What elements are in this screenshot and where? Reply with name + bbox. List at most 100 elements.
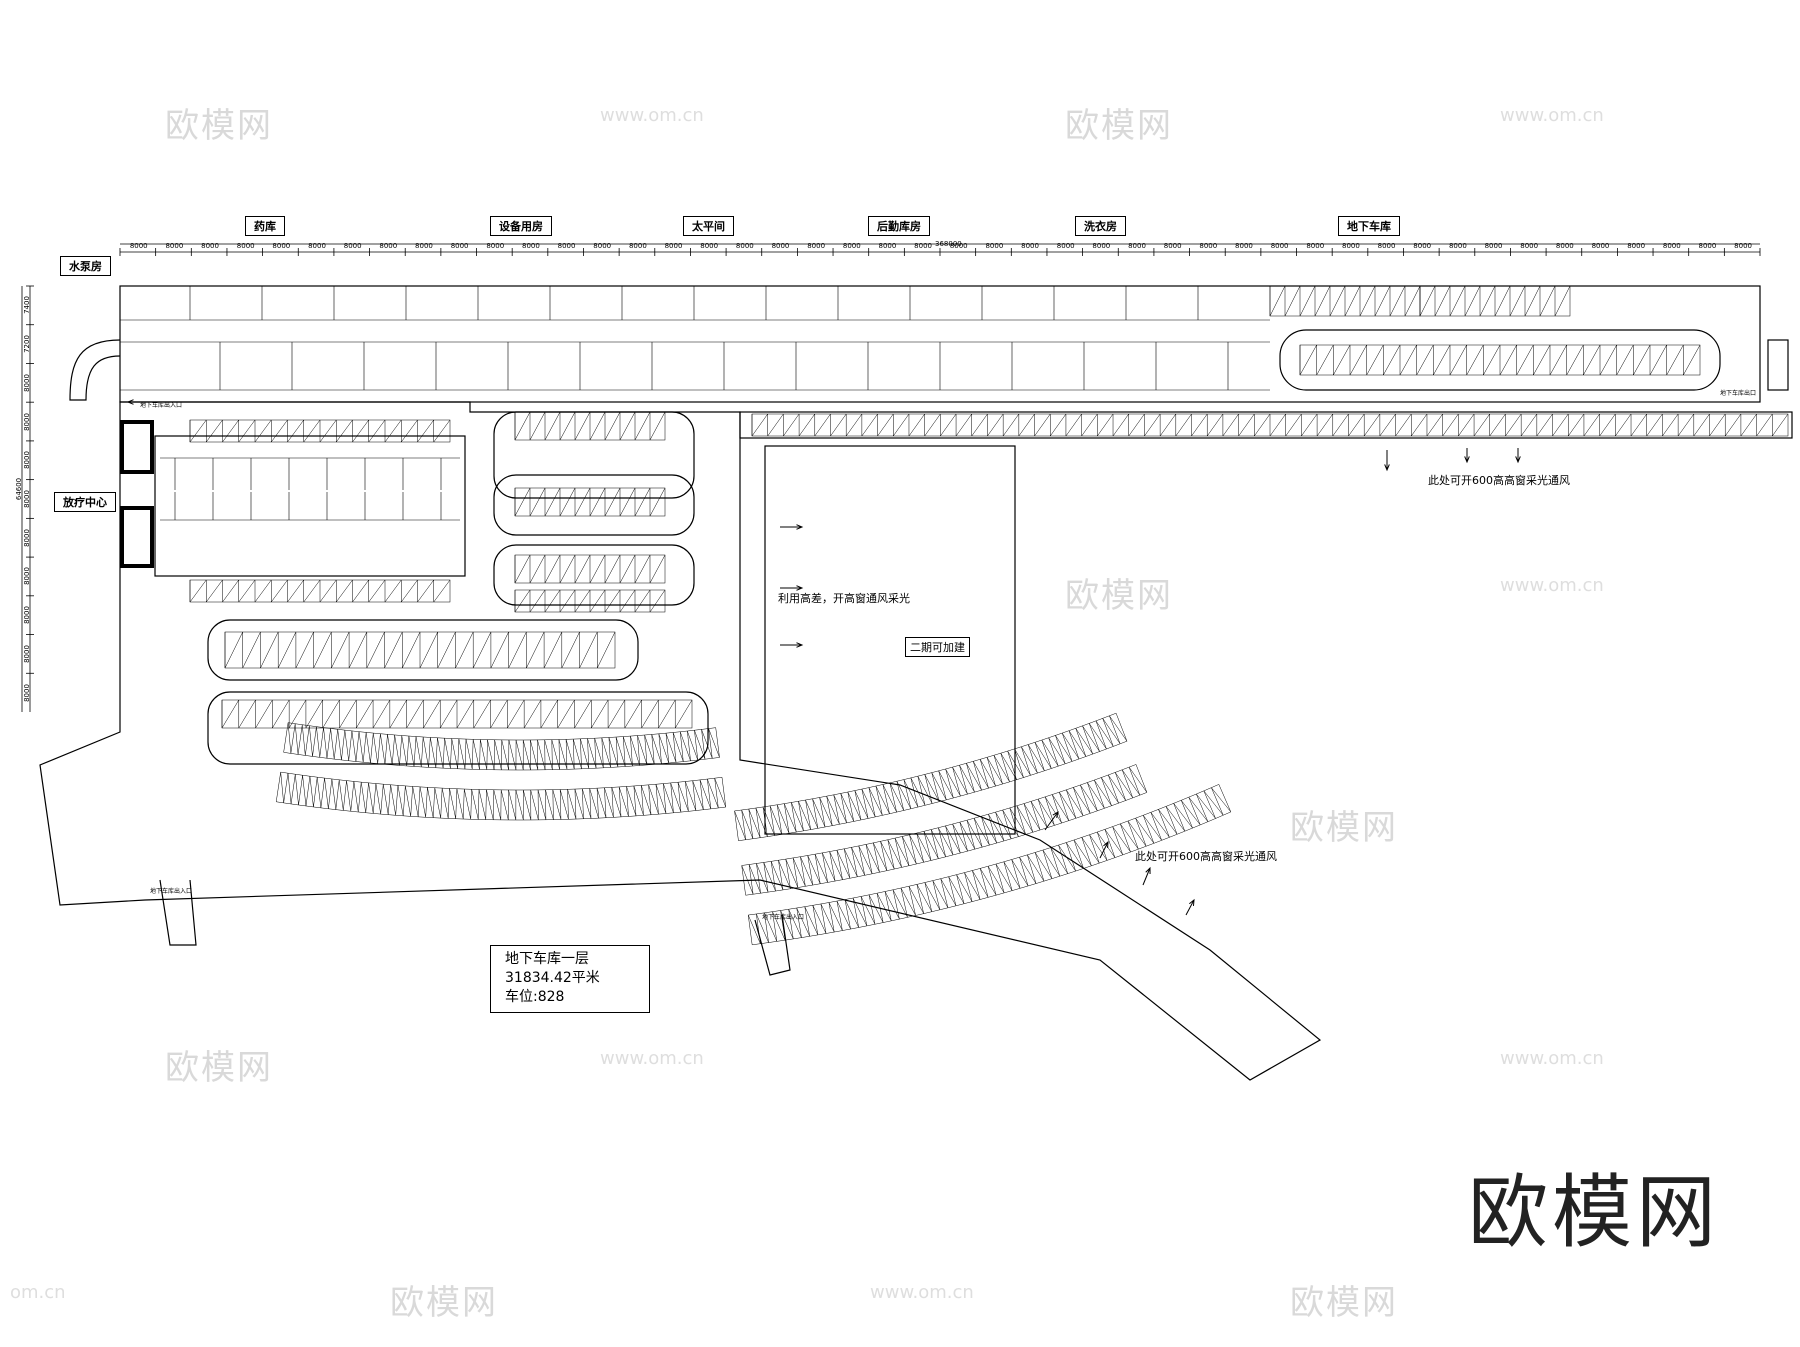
stall-divider (1058, 845, 1068, 874)
dimension-label: 8000 (22, 412, 31, 431)
stall-diagonal (1238, 413, 1255, 437)
stall-diagonal (948, 876, 965, 904)
stall-diagonal (1050, 413, 1067, 437)
radiotherapy-block-b (120, 506, 154, 568)
stall-divider (829, 851, 836, 882)
stall-divider (956, 874, 965, 904)
stall-divider (796, 907, 802, 938)
stall-divider (1055, 735, 1066, 764)
stall-diagonal (1108, 774, 1126, 801)
stall-divider (1034, 742, 1045, 771)
stall-diagonal (254, 579, 272, 603)
dimension-label: 8000 (1734, 242, 1752, 250)
stall-divider (800, 856, 806, 887)
stall-diagonal (1101, 777, 1119, 804)
stall-divider (748, 864, 754, 895)
stall-diagonal (1021, 746, 1038, 774)
stall-diagonal (1014, 748, 1031, 776)
stall-diagonal (472, 739, 480, 770)
stall-diagonal (847, 791, 862, 821)
stall-divider (909, 834, 917, 865)
stall-diagonal (384, 631, 403, 669)
stall-diagonal (582, 788, 592, 819)
stall-diagonal (508, 631, 527, 669)
stall-diagonal (437, 631, 456, 669)
stall-divider (1173, 803, 1186, 832)
stall-diagonal (1066, 789, 1084, 816)
tag-pump-room: 水泵房 (60, 256, 111, 276)
stall-divider (305, 725, 310, 756)
stall-diagonal (589, 589, 606, 613)
stall-divider (784, 803, 790, 834)
stall-diagonal (1081, 413, 1098, 437)
stall-diagonal (714, 778, 726, 808)
stall-diagonal (1599, 413, 1616, 437)
stall-divider (1158, 809, 1170, 838)
stall-diagonal (1568, 413, 1585, 437)
stall-diagonal (1089, 723, 1107, 750)
stall-diagonal (634, 554, 651, 584)
stall-divider (889, 782, 897, 813)
stall-diagonal (626, 786, 637, 816)
stall-divider (1211, 787, 1224, 816)
stall-diagonal (634, 487, 651, 517)
stall-diagonal (861, 413, 878, 437)
stall-diagonal (1128, 413, 1145, 437)
summary-title: 地下车库一层 (505, 951, 589, 967)
stall-divider (1075, 728, 1087, 757)
stall-diagonal (189, 579, 207, 603)
stall-diagonal (574, 589, 591, 613)
stall-diagonal (1102, 718, 1121, 744)
stall-diagonal (338, 779, 344, 811)
stall-diagonal (902, 836, 917, 865)
stall-diagonal (1175, 413, 1192, 437)
stall-divider (923, 831, 932, 861)
stall-diagonal (238, 699, 256, 729)
dimension-label: 8000 (308, 242, 326, 250)
stall-diagonal (559, 589, 576, 613)
stall-diagonal (644, 734, 655, 765)
stall-diagonal (537, 789, 547, 820)
stall-diagonal (917, 776, 933, 804)
stall-divider (479, 739, 481, 770)
dimension-label: 8000 (842, 242, 861, 250)
stall-divider (297, 724, 303, 755)
stall-diagonal (508, 789, 517, 821)
stall-diagonal (601, 737, 611, 768)
stall-diagonal (892, 889, 908, 918)
stall-diagonal (858, 845, 873, 874)
stall-diagonal (551, 739, 560, 770)
stall-diagonal (910, 777, 926, 806)
stall-divider (462, 789, 465, 820)
stall-diagonal (966, 820, 983, 848)
stall-diagonal (930, 829, 946, 857)
stall-divider (1019, 857, 1029, 887)
stall-diagonal (1366, 344, 1384, 376)
stall-diagonal (514, 554, 531, 584)
dimension-label: 8000 (272, 242, 291, 250)
stall-diagonal (1048, 737, 1066, 764)
dimension-label: 8000 (1199, 242, 1218, 250)
stall-diagonal (1002, 809, 1019, 837)
stall-diagonal (1399, 344, 1417, 376)
stall-divider (748, 808, 754, 839)
stall-diagonal (1539, 285, 1556, 317)
stall-divider (854, 790, 862, 820)
stall-diagonal (401, 419, 418, 443)
stall-diagonal (973, 818, 990, 846)
stall-divider (663, 783, 667, 814)
stall-divider (1007, 750, 1017, 780)
watermark: 欧模网 (390, 1283, 498, 1323)
stall-divider (558, 739, 560, 770)
stall-diagonal (309, 725, 313, 757)
stall-diagonal (574, 487, 591, 517)
stall-divider (1041, 739, 1052, 769)
stall-diagonal (829, 851, 843, 880)
stall-divider (640, 785, 644, 816)
arrow-head (1515, 456, 1521, 464)
stall-divider (828, 902, 835, 933)
stall-diagonal (1693, 413, 1710, 437)
dimension-label: 8000 (343, 242, 362, 250)
note-high-window: 利用高差，开高窗通风采光 (778, 592, 910, 605)
stall-diagonal (865, 844, 880, 873)
